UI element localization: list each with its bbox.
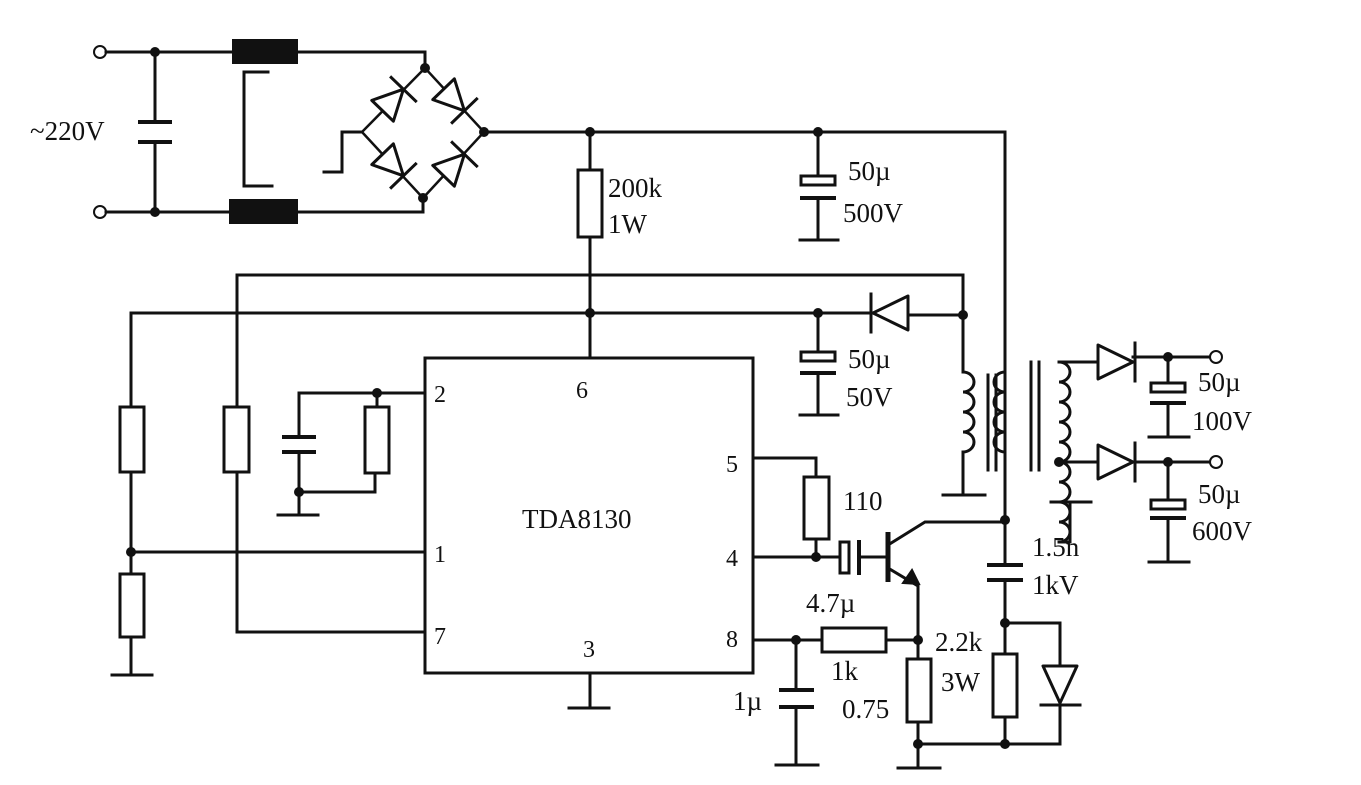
- aux-rectifier-diode: [869, 292, 965, 334]
- output-2-diode: [1096, 443, 1135, 481]
- ic-pin-5: 5: [726, 452, 738, 478]
- divider-resistor-upper: [118, 405, 146, 474]
- bridge-diode-3: [370, 142, 418, 190]
- timing-capacitor: [282, 435, 316, 454]
- sense-filter-resistor-value: 1k: [831, 656, 859, 686]
- output-2-capacitor-rating: 600V: [1192, 516, 1253, 546]
- emitter-arrow: [901, 568, 921, 586]
- bulk-capacitor-plus-plate: [799, 174, 837, 187]
- sense-filter-capacitor-value: 1µ: [733, 686, 762, 716]
- sense-filter-capacitor: [779, 688, 814, 709]
- transformer-core: [986, 360, 1041, 472]
- aux-capacitor-plus-plate: [799, 350, 837, 363]
- snubber-resistor-value: 2.2k: [935, 627, 983, 657]
- ac-input-section: ~220V: [30, 39, 427, 224]
- bridge-diode-2: [431, 77, 479, 125]
- ic-name: TDA8130: [522, 504, 632, 534]
- ic-pin-3: 3: [583, 637, 595, 663]
- choke-core: [242, 70, 274, 188]
- snubber-capacitor-value: 1.5n: [1032, 532, 1080, 562]
- bridge-negative-ground: [322, 130, 364, 174]
- ic-pin-7: 7: [434, 624, 446, 650]
- output-2: 50µ 600V: [1096, 441, 1253, 564]
- snubber-resistor: [991, 652, 1019, 719]
- output-1-capacitor-rating: 100V: [1192, 406, 1253, 436]
- timing-network: [276, 388, 427, 517]
- ic-pin-4: 4: [726, 546, 738, 572]
- base-resistor-group: 110: [751, 456, 883, 562]
- base-resistor: [802, 475, 831, 541]
- timing-resistor: [363, 405, 391, 475]
- bulk-capacitor-rating: 500V: [843, 198, 904, 228]
- bridge-diode-4: [431, 140, 479, 188]
- snubber-resistor-rating: 3W: [941, 667, 981, 697]
- output-1: 50µ 100V: [1096, 341, 1253, 439]
- hv-rail: [482, 130, 1007, 462]
- ic-body: [423, 356, 755, 675]
- snubber-diode: [1041, 664, 1079, 705]
- coupling-capacitor-group: 4.7µ: [751, 540, 888, 618]
- startup-resistor-value: 200k: [608, 173, 663, 203]
- ic-pin-1: 1: [434, 542, 446, 568]
- output-1-capacitor-value: 50µ: [1198, 367, 1241, 397]
- snubber-network: 1.5n 1kV 2.2k 3W: [935, 518, 1082, 749]
- output-1-terminal: [1209, 350, 1223, 364]
- coupling-capacitor-value: 4.7µ: [806, 588, 855, 618]
- bridge-diode-1: [370, 75, 418, 123]
- pin7-resistor: [222, 405, 251, 474]
- transformer: [941, 313, 1100, 544]
- aux-capacitor-value: 50µ: [848, 344, 891, 374]
- vcc-rail: [129, 311, 872, 409]
- base-resistor-value: 110: [843, 486, 883, 516]
- aux-capacitor-group: 50µ 50V: [798, 311, 893, 417]
- aux-winding: [961, 370, 976, 454]
- output-1-diode: [1096, 343, 1135, 381]
- ic-pin-2: 2: [434, 382, 446, 408]
- current-sense-network: 1k 0.75 1µ: [733, 626, 1007, 770]
- input-x-capacitor: [138, 120, 172, 144]
- secondary-winding: [1057, 360, 1072, 544]
- voltage-divider: [110, 405, 427, 677]
- output-1-capacitor-plus-plate: [1149, 381, 1187, 394]
- output-2-capacitor-plus-plate: [1149, 498, 1187, 511]
- ic-pin-6: 6: [576, 378, 588, 404]
- ac-voltage-label: ~220V: [30, 116, 105, 146]
- ic-pin-8: 8: [726, 627, 738, 653]
- output-2-terminal: [1209, 455, 1223, 469]
- ic-ground: [567, 671, 611, 710]
- emitter-sense-resistor: [905, 657, 933, 724]
- common-mode-choke-top: [232, 39, 298, 64]
- ac-terminal-bottom: [93, 205, 107, 219]
- startup-resistor-group: 200k 1W: [576, 127, 663, 360]
- sense-filter-resistor: [820, 626, 888, 654]
- bulk-capacitor-group: 50µ 500V: [798, 127, 904, 242]
- divider-resistor-lower: [118, 572, 146, 639]
- snubber-capacitor: [987, 563, 1023, 582]
- ac-terminal-top: [93, 45, 107, 59]
- pin7-resistor-group: [222, 405, 427, 634]
- bulk-capacitor-value: 50µ: [848, 156, 891, 186]
- emitter-sense-resistor-value: 0.75: [842, 694, 889, 724]
- common-mode-choke-bottom: [229, 199, 298, 224]
- aux-capacitor-rating: 50V: [846, 382, 893, 412]
- switching-transistor: [885, 515, 1010, 639]
- startup-resistor-rating: 1W: [608, 209, 648, 239]
- bridge-rectifier: [322, 50, 1007, 462]
- startup-resistor: [576, 168, 604, 239]
- coupling-capacitor-plus-plate: [838, 540, 851, 575]
- snubber-capacitor-rating: 1kV: [1032, 570, 1079, 600]
- ic-tda8130: TDA8130 2 1 7 6 3 5 4 8: [423, 356, 755, 710]
- rail-pin7-transformer: [235, 273, 965, 409]
- output-2-capacitor-value: 50µ: [1198, 479, 1241, 509]
